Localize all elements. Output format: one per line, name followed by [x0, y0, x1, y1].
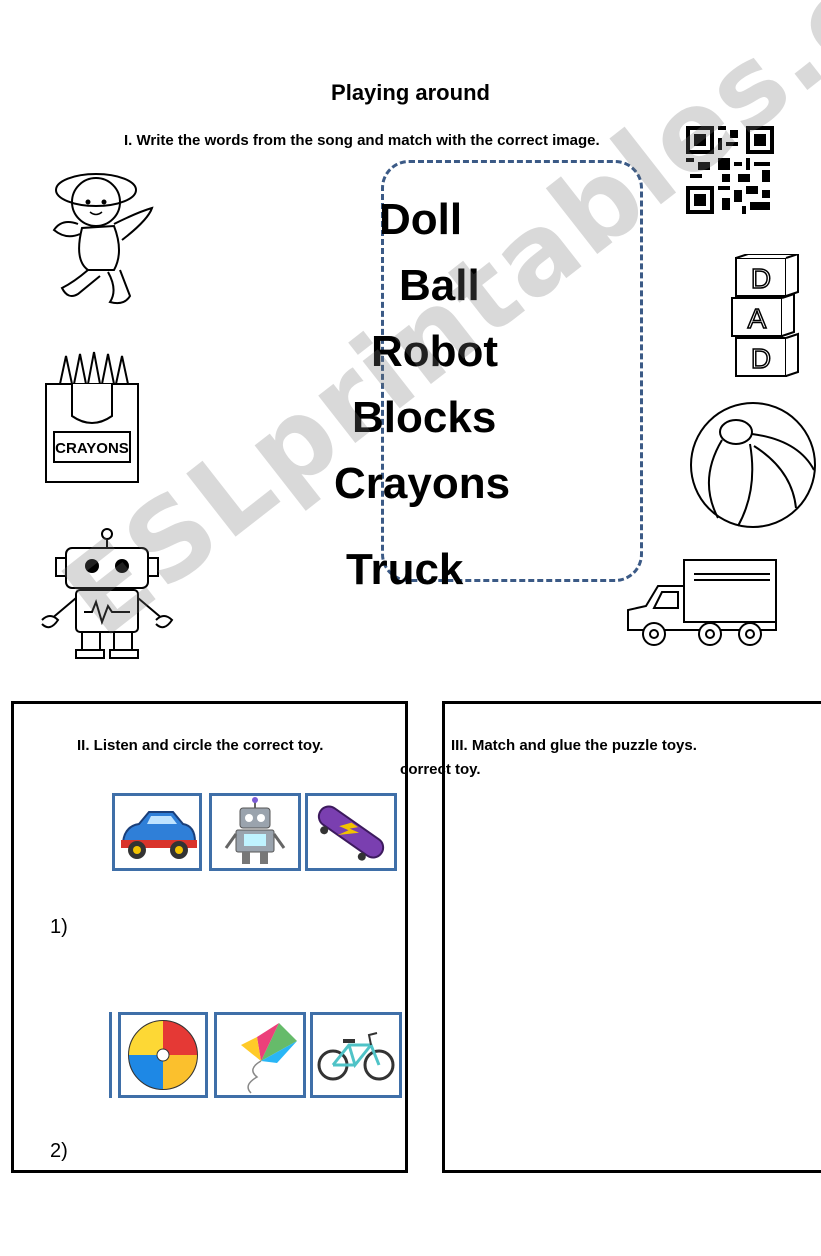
crayons-box-image: CRAYONS [45, 351, 139, 483]
listen-panel [11, 701, 408, 1173]
crayons-box-label: CRAYONS [55, 440, 129, 457]
word-crayons: Crayons [334, 459, 511, 508]
toy-frame-car[interactable] [112, 793, 202, 871]
puzzle-panel [442, 701, 821, 1173]
bicycle-icon [317, 1032, 395, 1081]
section2-instruction: II. Listen and circle the correct toy. [77, 737, 324, 754]
worksheet-title: Playing around [331, 80, 490, 105]
word-blocks: Blocks [352, 393, 497, 442]
section1-instruction: I. Write the words from the song and mat… [124, 132, 600, 149]
kite-icon [241, 1023, 297, 1094]
block-letter-3: D [751, 343, 771, 374]
truck-image [627, 559, 777, 646]
word-ball: Ball [399, 261, 480, 310]
frame-edge [109, 1012, 116, 1098]
row-number-2: 2) [50, 1140, 68, 1162]
blocks-image: D A D [731, 254, 799, 377]
toy-frame-ball[interactable] [118, 1012, 208, 1098]
toy-frame-robot[interactable] [209, 793, 301, 871]
block-letter-2: A [748, 303, 767, 334]
block-letter-1: D [751, 263, 771, 294]
beach-ball-image [690, 402, 816, 528]
robot-icon [224, 797, 286, 864]
robot-image [41, 528, 174, 659]
row-number-1: 1) [50, 916, 68, 938]
ball-icon [128, 1020, 198, 1090]
word-box [381, 160, 643, 582]
toy-frame-skateboard[interactable] [305, 793, 397, 871]
toy-frame-bicycle[interactable] [310, 1012, 402, 1098]
toy-frame-kite[interactable] [214, 1012, 306, 1098]
section3-instruction: III. Match and glue the puzzle toys. [451, 737, 697, 754]
car-icon [121, 811, 197, 859]
qr-code-icon [686, 126, 774, 214]
word-truck: Truck [346, 545, 464, 594]
skateboard-icon [317, 805, 385, 861]
doll-image [52, 173, 154, 305]
section2-overflow-text: correct toy. [400, 761, 481, 778]
word-robot: Robot [371, 327, 499, 376]
word-doll: Doll [379, 195, 463, 244]
